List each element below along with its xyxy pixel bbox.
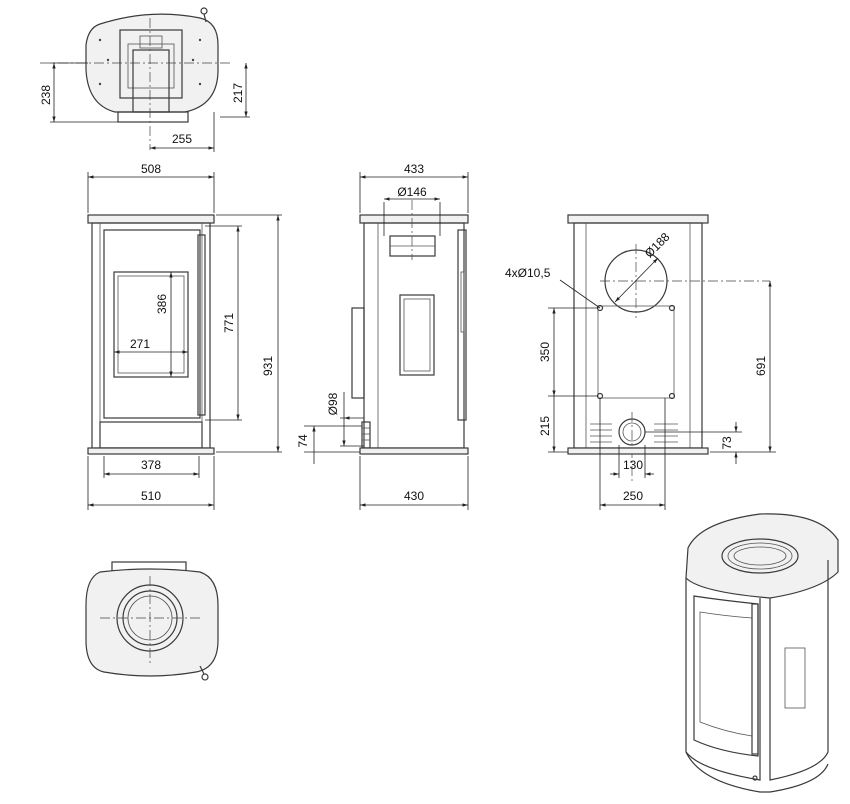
- dim-back-hole-spacing-v: 350: [538, 342, 552, 362]
- dim-side-top-width: 433: [404, 162, 424, 176]
- dim-back-flue-diameter: Ø188: [642, 230, 673, 261]
- dim-front-total-height: 931: [261, 356, 275, 376]
- dim-side-base-width: 430: [404, 489, 424, 503]
- dim-top-depth: 238: [39, 85, 53, 105]
- isometric-view: [685, 513, 839, 793]
- dim-top-body-depth: 217: [231, 83, 245, 103]
- bottom-view: [85, 561, 219, 681]
- dim-front-base-width: 378: [141, 458, 161, 472]
- dim-front-door-height: 771: [222, 313, 236, 333]
- dim-side-flue-diameter: Ø146: [397, 185, 427, 199]
- dim-top-flue-offset: 255: [172, 132, 192, 146]
- side-view: 433 Ø146 Ø98 74 430: [296, 162, 469, 510]
- dim-back-lower-height: 215: [538, 416, 552, 436]
- top-view: 238 217 255: [39, 7, 250, 152]
- dim-side-air-diameter: Ø98: [326, 392, 340, 415]
- front-view: 508 386 271 771 931 378 510: [87, 162, 282, 510]
- dim-front-glass-width: 271: [130, 337, 150, 351]
- dim-side-air-height: 74: [296, 434, 310, 448]
- dim-front-glass-height: 386: [155, 294, 169, 314]
- back-vents: [590, 423, 678, 443]
- back-view: Ø188 4xØ10,5 350 215 691: [505, 214, 776, 510]
- dim-back-hole-spacing-h: 250: [623, 489, 643, 503]
- dim-front-top-width: 508: [141, 162, 161, 176]
- dim-back-air-width: 130: [623, 458, 643, 472]
- dim-back-holes: 4xØ10,5: [505, 266, 551, 280]
- dim-front-total-width: 510: [141, 489, 161, 503]
- top-dots: [98, 38, 202, 86]
- dim-back-air-height: 73: [720, 436, 734, 450]
- dim-back-flue-height: 691: [754, 356, 768, 376]
